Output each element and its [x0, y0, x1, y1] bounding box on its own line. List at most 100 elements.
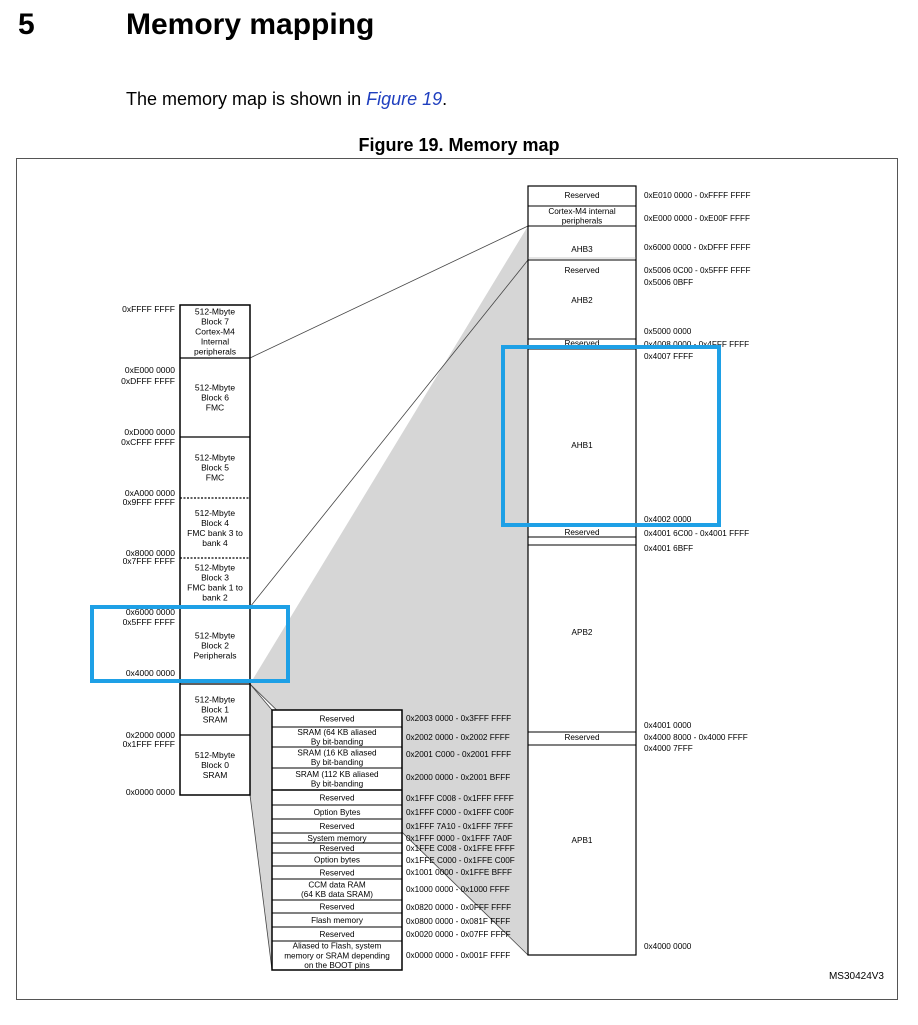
figure-title: Figure 19. Memory map: [358, 135, 560, 155]
right-address: 0x4001 0000: [644, 721, 692, 730]
mid-block-4-line: Reserved: [319, 793, 354, 802]
left-address: 0x0000 0000: [126, 787, 175, 797]
left-block-0-line: peripherals: [194, 346, 236, 356]
left-address: 0x7FFF FFFF: [123, 556, 175, 566]
right-address: 0x4002 0000: [644, 515, 692, 524]
mid-address: 0x1FFF C000 - 0x1FFF C00F: [406, 808, 514, 817]
right-address: 0x4001 6C00 - 0x4001 FFFF: [644, 529, 749, 538]
left-block-1-line: 512-Mbyte: [195, 382, 235, 392]
right-address: 0xE000 0000 - 0xE00F FFFF: [644, 214, 750, 223]
left-address: 0xDFFF FFFF: [121, 376, 175, 386]
left-block-3-line: FMC bank 3 to: [187, 528, 243, 538]
right-block-4-line: Reserved: [564, 339, 599, 348]
left-block-6-line: SRAM: [203, 714, 228, 724]
right-block-8-line: Reserved: [564, 733, 599, 742]
mid-address: 0x0800 0000 - 0x081F FFFF: [406, 917, 510, 926]
mid-block-1-line: By bit-banding: [311, 738, 364, 747]
left-block-0-line: Block 7: [201, 316, 229, 326]
right-block-1-line: peripherals: [562, 217, 603, 226]
right-address: 0x4007 FFFF: [644, 352, 693, 361]
left-address: 0x1FFF FFFF: [123, 739, 175, 749]
left-block-5-line: 512-Mbyte: [195, 630, 235, 640]
projection-line: [249, 683, 273, 711]
left-address: 0xFFFF FFFF: [122, 304, 175, 314]
section-number: 5: [18, 8, 35, 41]
projection-shade-block0: [250, 684, 272, 970]
figure-frame: [16, 158, 898, 1000]
mid-address: 0x1FFE C008 - 0x1FFE FFFF: [406, 844, 515, 853]
right-address: 0x4008 0000 - 0x4FFF FFFF: [644, 340, 749, 349]
right-block-1-line: Cortex-M4 internal: [548, 207, 616, 216]
mid-block-15-line: on the BOOT pins: [304, 961, 369, 970]
mid-address: 0x1FFF 0000 - 0x1FFF 7A0F: [406, 834, 512, 843]
figure-link[interactable]: Figure 19: [366, 89, 443, 109]
left-block-2-line: FMC: [206, 472, 224, 482]
left-address: 0xA000 0000: [125, 488, 175, 498]
intro-paragraph: The memory map is shown in Figure 19.: [126, 89, 447, 110]
mid-block-6-line: Reserved: [319, 822, 354, 831]
left-block-3-line: bank 4: [202, 538, 228, 548]
left-block-6-line: Block 1: [201, 704, 229, 714]
mid-address: 0x2000 0000 - 0x2001 BFFF: [406, 773, 510, 782]
left-block-7-line: Block 0: [201, 760, 229, 770]
right-address: 0xE010 0000 - 0xFFFF FFFF: [644, 191, 750, 200]
left-block-3-line: 512-Mbyte: [195, 508, 235, 518]
mid-block-7-line: System memory: [307, 834, 367, 843]
left-block-4-line: Block 3: [201, 572, 229, 582]
left-block-0-line: Cortex-M4: [195, 326, 235, 336]
highlight-box-block2: [90, 605, 290, 683]
intro-text: The memory map is shown in: [126, 89, 367, 109]
left-block-2-line: Block 5: [201, 462, 229, 472]
right-block-5-line: AHB1: [571, 441, 593, 450]
left-block-4-line: bank 2: [202, 592, 228, 602]
mid-block-13-line: Flash memory: [311, 916, 364, 925]
mid-block-0-line: Reserved: [319, 714, 354, 723]
right-block-2-line: AHB3: [571, 245, 593, 254]
mid-address: 0x1FFE C000 - 0x1FFE C00F: [406, 856, 515, 865]
left-block-1-line: FMC: [206, 402, 224, 412]
left-block-0-line: 512-Mbyte: [195, 306, 235, 316]
left-address: 0x9FFF FFFF: [123, 497, 175, 507]
left-block-4-line: FMC bank 1 to: [187, 582, 243, 592]
left-address: 0xD000 0000: [124, 427, 175, 437]
mid-block-3-line: SRAM (112 KB aliased: [295, 770, 379, 779]
left-block-3-line: Block 4: [201, 518, 229, 528]
mid-block-15-line: Aliased to Flash, system: [293, 942, 382, 951]
highlight-box-ahb1: [501, 345, 721, 527]
right-address: 0x5000 0000: [644, 327, 692, 336]
right-address: 0x5006 0BFF: [644, 278, 693, 287]
mid-block-11-line: CCM data RAM: [308, 881, 366, 890]
right-address: 0x5006 0C00 - 0x5FFF FFFF: [644, 266, 750, 275]
mid-address: 0x2002 0000 - 0x2002 FFFF: [406, 733, 510, 742]
mid-block-14-line: Reserved: [319, 930, 354, 939]
projection-line: [249, 794, 273, 971]
projection-shade-block2: [250, 226, 528, 955]
left-block-2-line: 512-Mbyte: [195, 452, 235, 462]
right-address: 0x4000 8000 - 0x4000 FFFF: [644, 733, 748, 742]
mid-block-15-line: memory or SRAM depending: [284, 951, 390, 960]
mid-address: 0x1FFF C008 - 0x1FFF FFFF: [406, 794, 514, 803]
left-block-7-line: SRAM: [203, 770, 228, 780]
left-block-7-line: 512-Mbyte: [195, 750, 235, 760]
mid-block-10-line: Reserved: [319, 868, 354, 877]
mid-block-3-line: By bit-banding: [311, 780, 364, 789]
mid-address: 0x0000 0000 - 0x001F FFFF: [406, 951, 510, 960]
intro-suffix: .: [442, 89, 448, 109]
mid-block-11-line: (64 KB data SRAM): [301, 890, 373, 899]
mid-address: 0x0020 0000 - 0x07FF FFFF: [406, 930, 511, 939]
left-address: 0x4000 0000: [126, 668, 175, 678]
peripheral-detail-column: [527, 185, 637, 956]
mid-address: 0x1000 0000 - 0x1000 FFFF: [406, 885, 510, 894]
figure-code: MS30424V3: [829, 971, 884, 982]
left-block-0-line: Internal: [201, 336, 229, 346]
left-block-1-line: Block 6: [201, 392, 229, 402]
mid-address: 0x1FFF 7A10 - 0x1FFF 7FFF: [406, 822, 513, 831]
right-reserved-label: Reserved: [564, 266, 599, 275]
mid-block-9-line: Option bytes: [314, 855, 360, 864]
left-block-4-line: 512-Mbyte: [195, 562, 235, 572]
projection-line: [249, 259, 529, 608]
right-block-7-line: APB2: [572, 628, 593, 637]
right-block-3-line: AHB2: [571, 296, 593, 305]
left-address: 0x2000 0000: [126, 730, 175, 740]
left-block-6-line: 512-Mbyte: [195, 694, 235, 704]
